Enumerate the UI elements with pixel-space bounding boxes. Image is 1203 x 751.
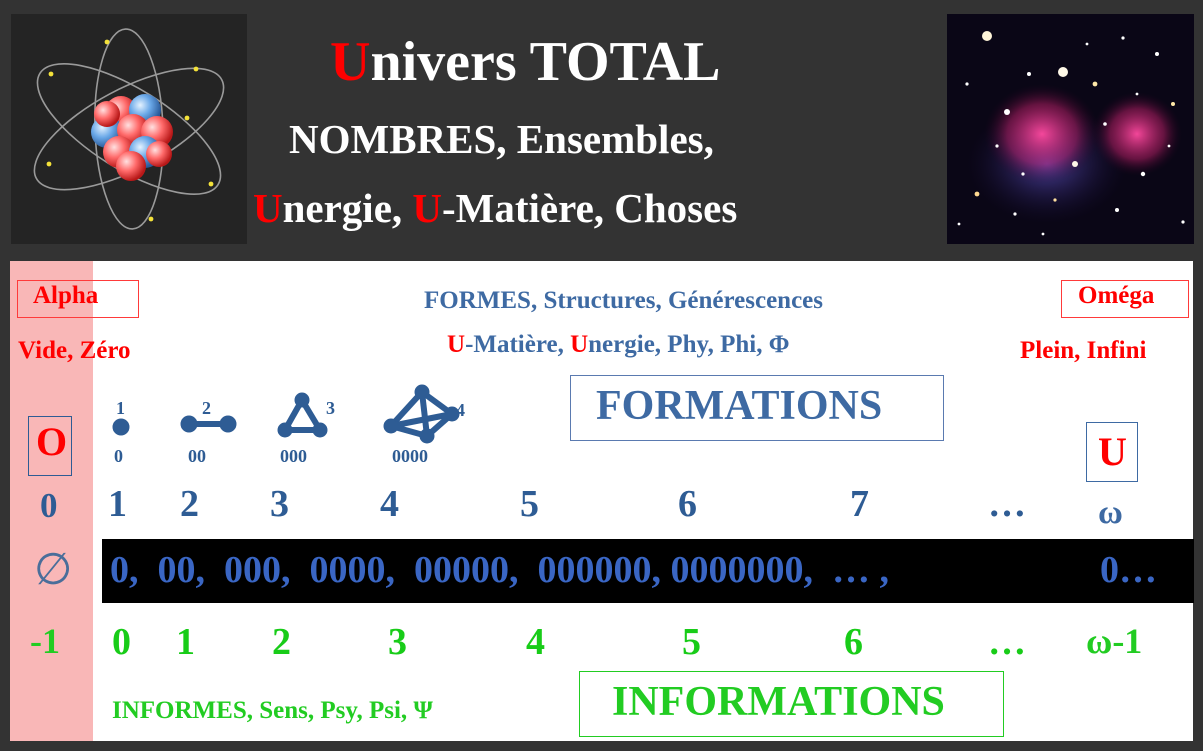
shape-3-zeros: 000 bbox=[280, 446, 307, 466]
omega-minus: ω-1 bbox=[1086, 621, 1143, 661]
alpha-label: Alpha bbox=[33, 282, 99, 309]
informations-label: INFORMATIONS bbox=[612, 679, 945, 725]
blue-number-5: 5 bbox=[520, 483, 539, 525]
galaxy-icon bbox=[947, 14, 1194, 244]
title-line-3: Unergie, U-Matière, Choses bbox=[253, 185, 738, 231]
main-title: Univers TOTAL bbox=[330, 31, 721, 93]
shape-4-number: 4 bbox=[456, 400, 465, 420]
informes-label: INFORMES, Sens, Psy, Psi, Ψ bbox=[112, 697, 433, 724]
green-number-1: 1 bbox=[176, 621, 195, 663]
omega-box bbox=[1061, 280, 1189, 318]
omega-label: Oméga bbox=[1078, 282, 1155, 309]
shape-2-zeros: 00 bbox=[188, 446, 206, 466]
omega-symbol: U bbox=[1098, 429, 1127, 474]
omega-number: ω bbox=[1098, 494, 1123, 531]
green-number-ellipsis: … bbox=[988, 621, 1026, 663]
blue-number-6: 6 bbox=[678, 483, 697, 525]
informations-box bbox=[579, 671, 1004, 737]
shape-1-number: 1 bbox=[116, 398, 125, 418]
shapes-diagram bbox=[112, 384, 460, 444]
shape-4-zeros: 0000 bbox=[392, 446, 428, 466]
atom-image bbox=[11, 14, 247, 244]
formes-line-2: U-Matière, Unergie, Phy, Phi, Φ bbox=[447, 331, 790, 358]
shape-2-number: 2 bbox=[202, 398, 211, 418]
green-number-6: 6 bbox=[844, 621, 863, 663]
atom-icon bbox=[33, 28, 225, 230]
shape-3-number: 3 bbox=[326, 398, 335, 418]
shape-4-tetrahedron bbox=[383, 384, 460, 444]
alpha-number: 0 bbox=[40, 486, 58, 525]
shape-3-triangle bbox=[277, 392, 328, 438]
alpha-subtitle: Vide, Zéro bbox=[18, 337, 131, 364]
green-number-3: 3 bbox=[388, 621, 407, 663]
galaxy-image bbox=[947, 14, 1194, 244]
shape-1-zeros: 0 bbox=[114, 446, 123, 466]
empty-set-symbol: ∅ bbox=[34, 545, 73, 594]
alpha-symbol: O bbox=[36, 419, 68, 464]
blue-number-1: 1 bbox=[108, 483, 127, 525]
alpha-minus: -1 bbox=[30, 621, 60, 661]
title-line-2: NOMBRES, Ensembles, bbox=[289, 116, 714, 162]
omega-symbol-box bbox=[1086, 422, 1138, 482]
blue-number-3: 3 bbox=[270, 483, 289, 525]
omega-sequence: 0… bbox=[1100, 549, 1157, 591]
alpha-symbol-box bbox=[28, 416, 72, 476]
alpha-box bbox=[17, 280, 139, 318]
omega-subtitle: Plein, Infini bbox=[1020, 337, 1147, 364]
main-panel bbox=[10, 261, 1193, 741]
blue-number-2: 2 bbox=[180, 483, 199, 525]
formations-box bbox=[570, 375, 944, 441]
zero-sequence: 0, 00, 000, 0000, 00000, 000000, 0000000… bbox=[110, 549, 889, 591]
green-number-4: 4 bbox=[526, 621, 545, 663]
blue-number-7: 7 bbox=[850, 483, 869, 525]
sequence-band bbox=[102, 539, 1194, 603]
formations-label: FORMATIONS bbox=[596, 383, 883, 429]
alpha-column bbox=[10, 261, 93, 741]
formes-line-1: FORMES, Structures, Générescences bbox=[424, 287, 823, 314]
blue-number-4: 4 bbox=[380, 483, 399, 525]
shape-1-point bbox=[112, 418, 130, 436]
blue-number-ellipsis: … bbox=[988, 483, 1026, 525]
green-number-0: 0 bbox=[112, 621, 131, 663]
green-number-5: 5 bbox=[682, 621, 701, 663]
green-number-2: 2 bbox=[272, 621, 291, 663]
